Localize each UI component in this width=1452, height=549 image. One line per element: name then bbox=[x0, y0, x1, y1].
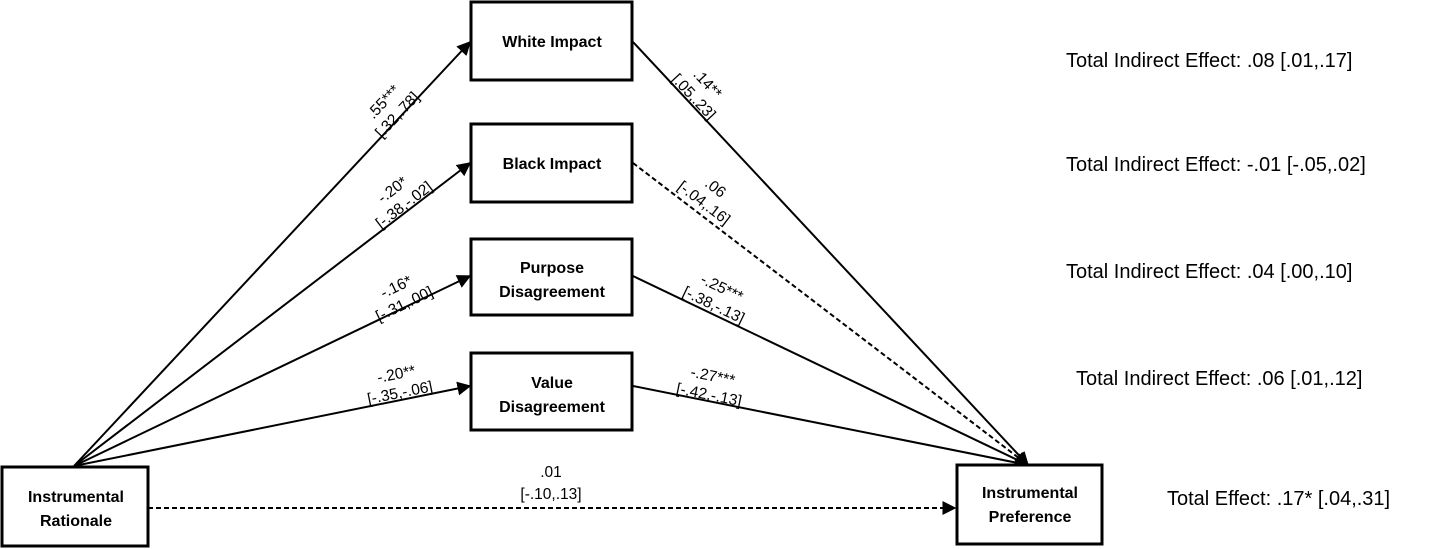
edge-white-to-pref bbox=[632, 41, 1029, 467]
svg-text:[-.10,.13]: [-.10,.13] bbox=[520, 486, 581, 503]
path-label-value-to-pref: -.27*** [-.42,-.13] bbox=[675, 364, 743, 410]
edge-value-to-pref bbox=[632, 385, 1030, 470]
node-white-impact: White Impact bbox=[469, 0, 634, 82]
effect-value: Total Indirect Effect: .06 [.01,.12] bbox=[1076, 368, 1362, 390]
path-label-direct: .01 [-.10,.13] bbox=[520, 464, 581, 503]
svg-text:.01: .01 bbox=[540, 464, 562, 481]
node-instrumental-preference: Instrumental Preference bbox=[955, 463, 1104, 546]
svg-text:[-.35,-.06]: [-.35,-.06] bbox=[366, 378, 434, 408]
edge-ir-to-value bbox=[73, 381, 472, 467]
node-value-disagreement: Value Disagreement bbox=[469, 351, 634, 432]
path-label-white-to-pref: .14** [.05,.23] bbox=[668, 66, 725, 123]
svg-text:Purpose: Purpose bbox=[520, 260, 584, 277]
node-black-impact: Black Impact bbox=[469, 122, 634, 204]
svg-text:White Impact: White Impact bbox=[502, 34, 602, 51]
edge-black-to-pref bbox=[632, 162, 1030, 466]
effect-black: Total Indirect Effect: -.01 [-.05,.02] bbox=[1066, 154, 1366, 176]
svg-text:Disagreement: Disagreement bbox=[499, 399, 605, 416]
edge-ir-to-white bbox=[73, 40, 471, 467]
svg-text:Instrumental: Instrumental bbox=[982, 485, 1078, 502]
effect-purpose: Total Indirect Effect: .04 [.00,.10] bbox=[1066, 261, 1352, 283]
path-label-black-to-pref: .06 [-.04,.16] bbox=[674, 175, 733, 229]
svg-text:Disagreement: Disagreement bbox=[499, 284, 605, 301]
path-label-ir-to-purpose: -.16* [-.31,.00] bbox=[373, 273, 436, 326]
edge-purpose-to-pref bbox=[632, 275, 1030, 466]
node-instrumental-rationale: Instrumental Rationale bbox=[0, 465, 150, 548]
path-label-ir-to-white: .55*** [.32,.78] bbox=[364, 82, 423, 142]
svg-text:Value: Value bbox=[531, 375, 573, 392]
effect-total: Total Effect: .17* [.04,.31] bbox=[1167, 488, 1390, 510]
svg-text:Rationale: Rationale bbox=[40, 513, 112, 530]
edge-ir-to-black bbox=[73, 162, 472, 467]
node-purpose-disagreement: Purpose Disagreement bbox=[469, 237, 634, 317]
path-label-purpose-to-pref: -.25*** [-.38,-.13] bbox=[680, 271, 747, 327]
svg-text:Black Impact: Black Impact bbox=[503, 156, 602, 173]
svg-text:Instrumental: Instrumental bbox=[28, 489, 124, 506]
effect-white: Total Indirect Effect: .08 [.01,.17] bbox=[1066, 50, 1352, 72]
edge-ir-to-purpose bbox=[73, 275, 472, 467]
path-label-ir-to-black: -.20* [-.38,-.02] bbox=[373, 174, 436, 233]
path-label-ir-to-value: -.20** [-.35,-.06] bbox=[366, 363, 434, 409]
svg-text:Preference: Preference bbox=[989, 509, 1072, 526]
